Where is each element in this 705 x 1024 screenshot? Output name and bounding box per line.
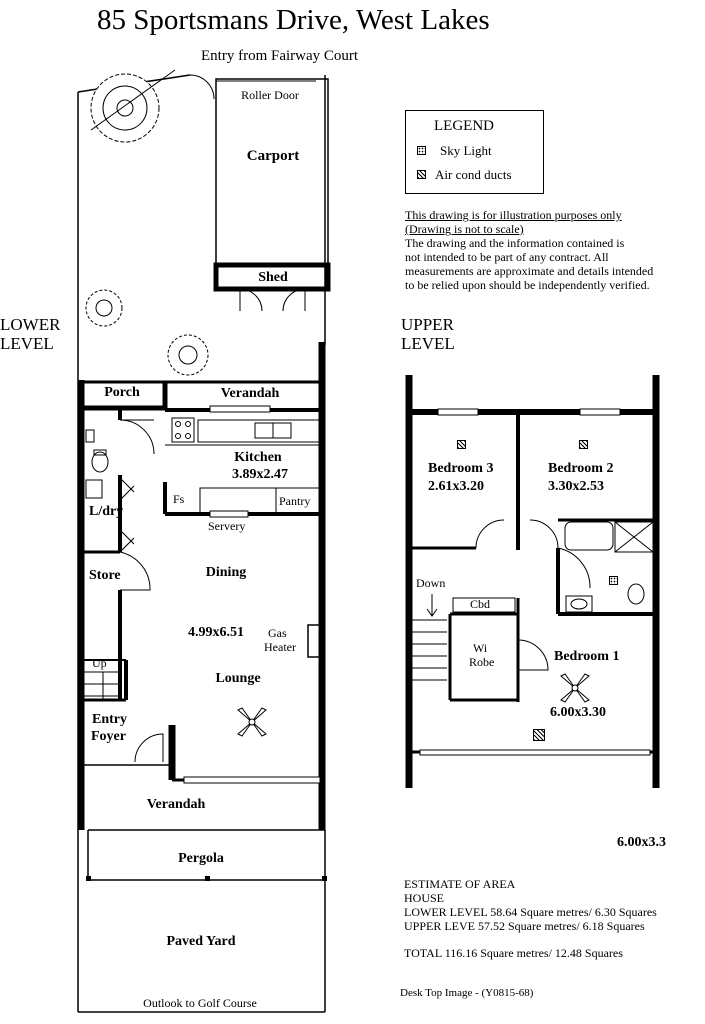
area-total: TOTAL 116.16 Square metres/ 12.48 Square…	[404, 946, 623, 960]
paved-yard-label: Paved Yard	[166, 934, 236, 949]
area-subheading: HOUSE	[404, 891, 445, 905]
area-heading: ESTIMATE OF AREA	[404, 877, 516, 891]
pantry	[275, 487, 321, 515]
foyer-label: Foyer	[91, 729, 126, 744]
vanity	[565, 595, 593, 613]
porch-label: Porch	[104, 385, 140, 400]
down-label: Down	[416, 576, 446, 590]
upper-level-label: UPPER	[401, 315, 454, 334]
entry-door-swing	[134, 733, 164, 763]
image-code: Desk Top Image - (Y0815-68)	[400, 987, 534, 999]
sky-light-symbol	[417, 146, 426, 155]
bed2-duct-symbol	[579, 440, 588, 449]
gas-heater	[307, 624, 321, 658]
robe-door-swing	[517, 639, 549, 671]
cooktop	[171, 417, 195, 443]
servery-label: Servery	[208, 519, 246, 533]
shed-door-left	[239, 288, 263, 312]
lower-level-label-2: LEVEL	[0, 334, 54, 353]
legend-box: LEGEND Sky Light Air cond ducts	[405, 110, 544, 194]
disclaimer-line-2: (Drawing is not to scale)	[405, 222, 524, 236]
laundry-trough	[85, 479, 103, 499]
lounge-size: 4.99x6.51	[188, 625, 244, 640]
disclaimer-body-2: not intended to be part of any contract.…	[405, 250, 609, 264]
entry-note: Entry from Fairway Court	[201, 48, 359, 64]
bed1-duct-symbol	[533, 729, 545, 741]
lower-stairs	[84, 671, 122, 700]
legend-title: LEGEND	[434, 118, 494, 134]
carport-outline	[215, 78, 329, 266]
shower	[614, 521, 654, 553]
fs-label: Fs	[173, 492, 185, 506]
lounge-label: Lounge	[215, 671, 261, 686]
laundry-label: L/dry	[89, 504, 124, 519]
disclaimer-body-1: The drawing and the information containe…	[405, 236, 625, 250]
dining-label: Dining	[205, 565, 247, 580]
wi-robe-label-1: Wi	[473, 641, 488, 655]
store-door-swing	[119, 551, 151, 591]
shed-door-right	[282, 288, 306, 312]
disclaimer-body-3: measurements are approximate and details…	[405, 264, 654, 278]
page-title: 85 Sportsmans Drive, West Lakes	[97, 4, 490, 36]
lower-ceiling-fan	[237, 707, 267, 737]
wi-robe-label-2: Robe	[469, 655, 495, 669]
outlook-label: Outlook to Golf Course	[143, 996, 257, 1010]
bifold-door	[119, 477, 135, 501]
area-upper: UPPER LEVE 57.52 Square metres/ 6.18 Squ…	[404, 919, 645, 933]
gas-heater-label-2: Heater	[264, 640, 296, 654]
roller-door-label: Roller Door	[241, 88, 299, 102]
kitchen-bench-top	[197, 419, 321, 443]
entry-label: Entry	[92, 712, 127, 727]
cupboard-label: Cbd	[470, 597, 491, 611]
cupboard	[452, 597, 516, 613]
bedroom2-label: Bedroom 2	[548, 461, 614, 476]
verandah-top-label: Verandah	[220, 386, 280, 401]
verandah-bottom-label: Verandah	[146, 797, 206, 812]
bed3-duct-symbol	[457, 440, 466, 449]
lower-level-label: LOWER	[0, 315, 61, 334]
kitchen-window	[209, 405, 271, 413]
tree-icons	[85, 69, 209, 376]
kitchen-label: Kitchen	[234, 450, 282, 465]
legend-item-air-ducts: Air cond ducts	[435, 167, 512, 182]
area-lower: LOWER LEVEL 58.64 Square metres/ 6.30 Sq…	[404, 905, 657, 919]
servery-bench	[199, 487, 277, 515]
laundry-door-swing	[119, 419, 155, 455]
pantry-label: Pantry	[279, 494, 311, 508]
up-label: Up	[92, 656, 107, 670]
bedroom3-label: Bedroom 3	[428, 461, 494, 476]
toilet	[91, 451, 109, 473]
extra-dimension: 6.00x3.3	[617, 835, 666, 850]
disclaimer-line-1: This drawing is for illustration purpose…	[405, 208, 622, 222]
bed3-door-swing	[475, 519, 505, 549]
bedroom1-label: Bedroom 1	[554, 649, 620, 664]
disclaimer-body-4: to be relied upon should be independentl…	[405, 278, 650, 292]
bedroom1-size: 6.00x3.30	[550, 705, 606, 720]
legend-item-sky-light: Sky Light	[440, 143, 492, 158]
bed2-door-swing	[529, 519, 559, 549]
bedroom2-size: 3.30x2.53	[548, 479, 604, 494]
store-label: Store	[89, 568, 121, 583]
pergola-label: Pergola	[178, 851, 224, 866]
upper-toilet	[627, 583, 645, 605]
gas-heater-label-1: Gas	[268, 626, 287, 640]
upper-level-label-2: LEVEL	[401, 334, 455, 353]
bed1-window	[419, 749, 651, 756]
shed-walls	[213, 262, 331, 292]
lounge-window	[183, 776, 321, 784]
kitchen-size: 3.89x2.47	[232, 467, 288, 482]
air-duct-symbol	[417, 170, 426, 179]
bath-skylight-symbol	[609, 576, 618, 585]
bedroom3-size: 2.61x3.20	[428, 479, 484, 494]
carport-label: Carport	[246, 148, 300, 164]
shed-label: Shed	[258, 270, 288, 285]
upper-ceiling-fan	[560, 673, 590, 703]
gate-swing	[189, 74, 215, 100]
bathtub	[564, 521, 614, 551]
upper-stairs	[412, 594, 447, 681]
